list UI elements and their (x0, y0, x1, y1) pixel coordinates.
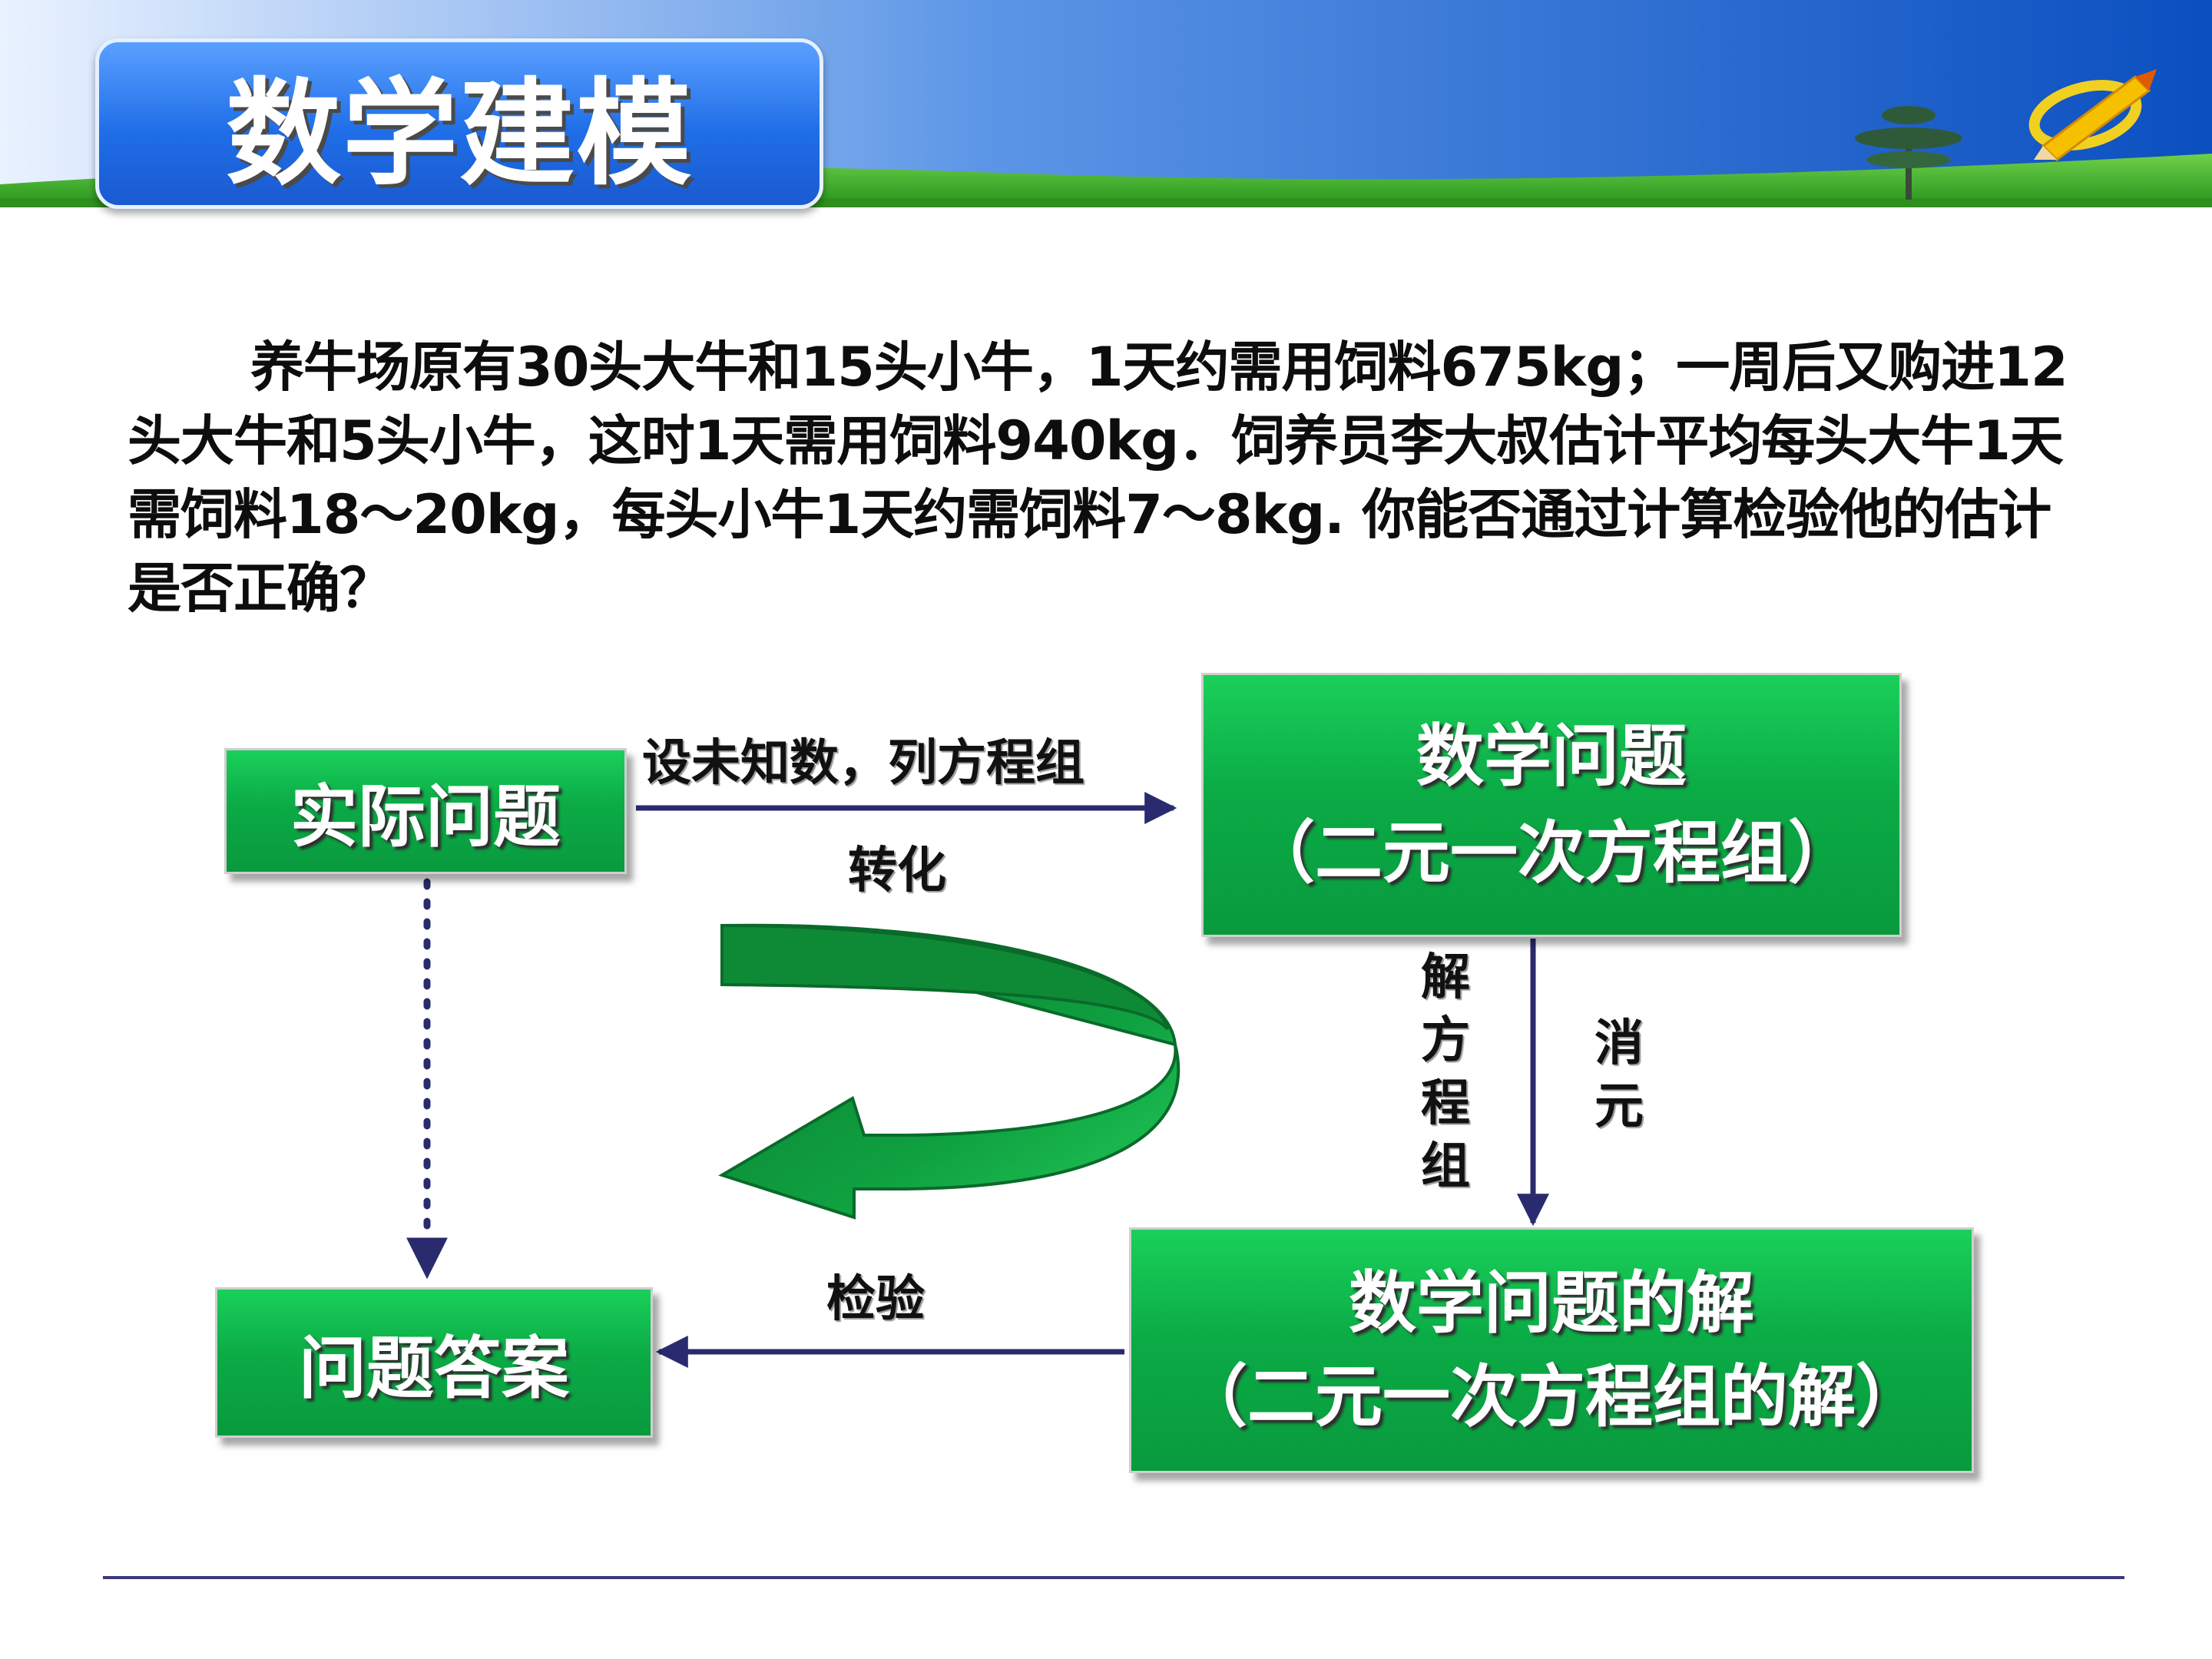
pencil-logo-icon (2028, 69, 2157, 161)
box-math-solution: 数学问题的解 （二元一次方程组的解） (1129, 1227, 1974, 1473)
label-eliminate: 消 元 (1588, 1012, 1650, 1138)
box-math-problem: 数学问题 （二元一次方程组） (1201, 673, 1902, 937)
box-answer-label: 问题答案 (298, 1328, 569, 1408)
label-verify: 检验 (826, 1271, 925, 1328)
label-solve-char-2: 方 (1421, 1012, 1470, 1069)
label-eliminate-char-2: 元 (1594, 1078, 1644, 1135)
label-solve-char-3: 程 (1421, 1075, 1470, 1132)
curved-arrow-icon (718, 923, 1181, 1220)
label-solve-char-1: 解 (1421, 949, 1470, 1006)
label-eliminate-char-1: 消 (1594, 1015, 1644, 1072)
box-math-solution-sublabel: （二元一次方程组的解） (1179, 1357, 1923, 1436)
box-math-problem-label: 数学问题 (1416, 717, 1687, 796)
box-math-solution-label: 数学问题的解 (1348, 1263, 1754, 1343)
box-real-problem-label: 实际问题 (290, 777, 561, 856)
title-box: 数学建模 (95, 38, 823, 209)
tree-icon (1855, 106, 1962, 200)
label-solve-equations: 解 方 程 组 (1415, 946, 1476, 1198)
problem-text: 养牛场原有30头大牛和15头小牛，1天约需用饲料675kg；一周后又购进12头大… (127, 336, 2068, 620)
label-transform: 转化 (848, 843, 946, 899)
label-solve-char-4: 组 (1421, 1138, 1470, 1195)
label-set-unknowns: 设未知数，列方程组 (642, 735, 1084, 792)
box-real-problem: 实际问题 (224, 748, 627, 874)
box-math-problem-sublabel: （二元一次方程组） (1247, 813, 1856, 892)
box-answer: 问题答案 (215, 1287, 653, 1438)
slide-title: 数学建模 (225, 67, 693, 201)
